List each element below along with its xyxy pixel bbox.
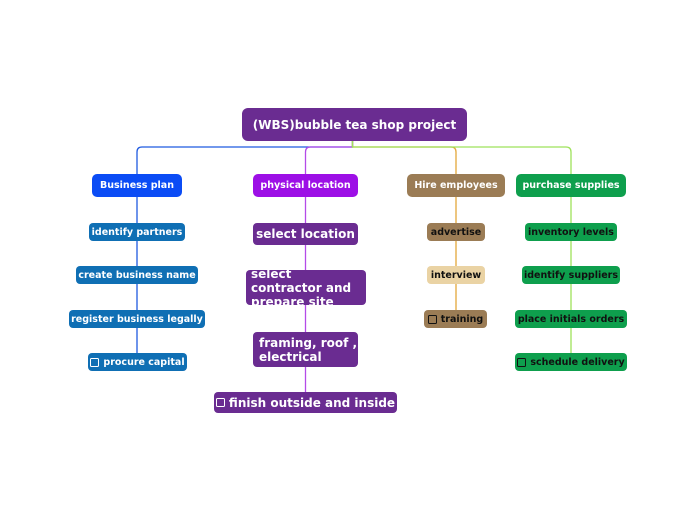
topic-advertise[interactable]: advertise — [427, 223, 485, 241]
branch-connector — [136, 141, 354, 174]
topic-framing-roof-electrical[interactable]: framing, roof , electrical — [253, 332, 358, 367]
topic-finish-outside-and-inside[interactable]: finish outside and inside — [214, 392, 397, 413]
root-topic-label: (WBS)bubble tea shop project — [252, 117, 457, 132]
topic-label: finish outside and inside — [228, 395, 396, 410]
topic-label: interview — [430, 269, 482, 281]
task-checkbox-icon[interactable] — [427, 314, 437, 324]
topic-procure-capital[interactable]: procure capital — [88, 353, 187, 371]
topic-schedule-delivery[interactable]: schedule delivery — [515, 353, 627, 371]
topic-label: schedule delivery — [530, 356, 625, 368]
topic-label: advertise — [430, 226, 482, 238]
topic-inventory-levels[interactable]: inventory levels — [525, 223, 617, 241]
topic-identify-suppliers[interactable]: identify suppliers — [522, 266, 620, 284]
branch-connector — [304, 141, 354, 174]
topic-create-business-name[interactable]: create business name — [76, 266, 198, 284]
branch-business-plan[interactable]: Business plan — [92, 174, 182, 197]
topic-select-contractor-and-prepare-site[interactable]: select contractor and prepare site — [246, 267, 366, 309]
branch-connector — [351, 141, 572, 174]
root-topic-wbs-bubble-tea-shop-project[interactable]: (WBS)bubble tea shop project — [242, 108, 467, 141]
topic-select-location[interactable]: select location — [253, 223, 358, 245]
topic-label: place initials orders — [517, 313, 625, 325]
topic-label: training — [440, 313, 484, 325]
task-checkbox-icon[interactable] — [90, 357, 100, 367]
topic-register-business-legally[interactable]: register business legally — [69, 310, 205, 328]
topic-label: inventory levels — [528, 226, 614, 238]
topic-label: select location — [256, 227, 355, 241]
branch-purchase-supplies[interactable]: purchase supplies — [516, 174, 626, 197]
task-checkbox-icon[interactable] — [215, 398, 225, 407]
topic-label: register business legally — [71, 313, 203, 325]
branch-label: Hire employees — [414, 180, 498, 191]
topic-identify-partners[interactable]: identify partners — [89, 223, 185, 241]
branch-label: Business plan — [100, 180, 174, 191]
topic-label: create business name — [78, 269, 196, 281]
topic-place-initials-orders[interactable]: place initials orders — [515, 310, 627, 328]
branch-physical-location[interactable]: physical location — [253, 174, 358, 197]
branch-label: purchase supplies — [522, 180, 620, 191]
topic-training[interactable]: training — [424, 310, 487, 328]
task-checkbox-icon[interactable] — [517, 357, 527, 367]
topic-label: identify suppliers — [523, 269, 618, 281]
topic-label: identify partners — [91, 226, 183, 238]
branch-hire-employees[interactable]: Hire employees — [407, 174, 505, 197]
branch-connector — [351, 141, 457, 174]
topic-interview[interactable]: interview — [427, 266, 485, 284]
branch-label: physical location — [260, 180, 351, 191]
topic-label: procure capital — [103, 356, 185, 368]
topic-label: select contractor and prepare site — [251, 266, 352, 309]
topic-label: framing, roof , electrical — [259, 335, 358, 364]
